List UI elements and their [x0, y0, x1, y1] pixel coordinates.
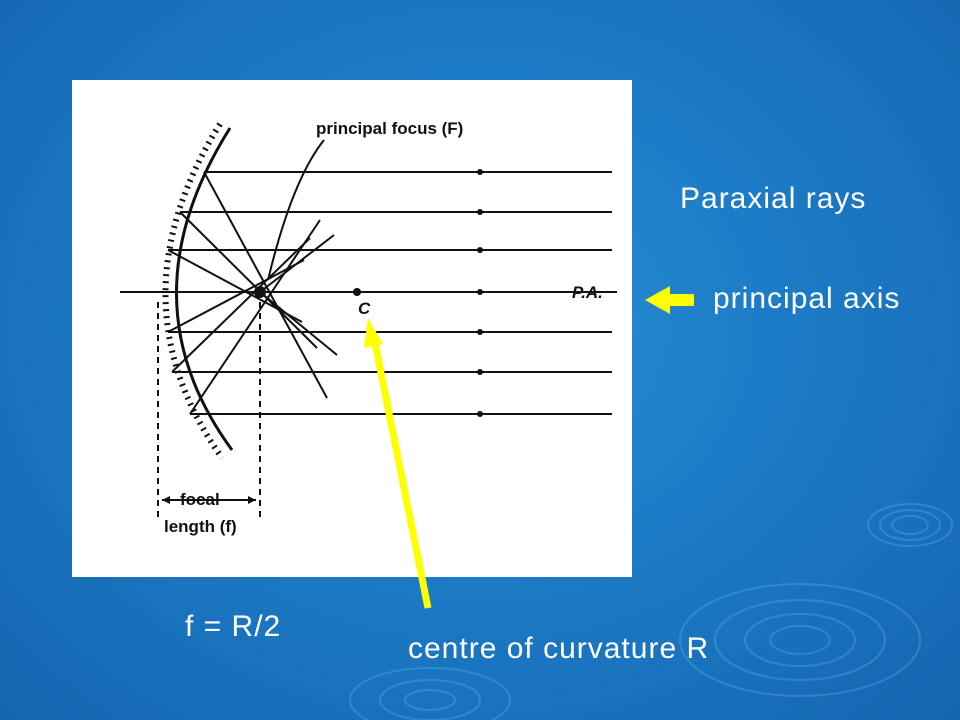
principal-focus-label: principal focus (F)	[316, 119, 463, 138]
ray-direction-marks	[477, 169, 483, 417]
mirror-surface	[175, 127, 234, 451]
centre-label: C	[358, 299, 371, 318]
focal-relation-label: f = R/2	[185, 610, 282, 643]
paraxial-rays-label: Paraxial rays	[680, 182, 867, 215]
mirror-diagram-panel: principal focus (F) C P.A. focal length …	[72, 80, 632, 577]
principal-focus-point	[254, 286, 266, 298]
concave-mirror-diagram: principal focus (F) C P.A. focal length …	[120, 119, 617, 536]
focal-length-label-line1: focal	[180, 490, 220, 509]
axis-label: P.A.	[572, 283, 603, 302]
focal-length-label-line2: length (f)	[164, 517, 237, 536]
centre-of-curvature-point	[353, 288, 361, 296]
incident-rays	[168, 171, 612, 415]
focus-leader-line	[267, 139, 325, 281]
centre-of-curvature-label: centre of curvature R	[408, 632, 710, 665]
reflected-rays	[167, 171, 338, 415]
mirror-hatching	[162, 122, 225, 460]
principal-axis-label: principal axis	[713, 282, 901, 315]
